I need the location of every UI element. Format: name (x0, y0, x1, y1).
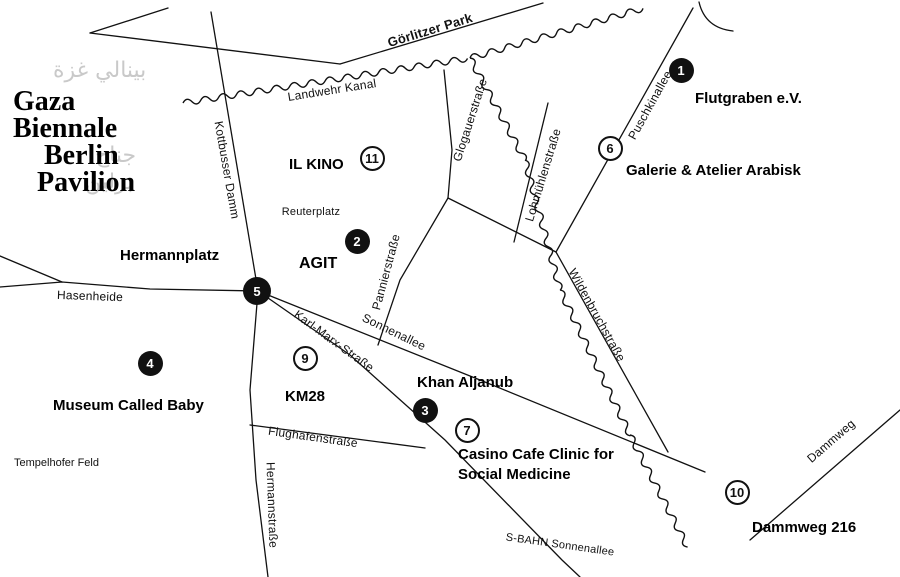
venue-label-agit: AGIT (299, 255, 338, 272)
street-label-tempelhofer-feld: Tempelhofer Feld (14, 457, 99, 469)
marker-number: 11 (365, 150, 379, 166)
road-karl-marx-strasse (257, 290, 581, 577)
road-goerlitzer-park (339, 2, 544, 65)
venue-label-museum-called-baby: Museum Called Baby (53, 397, 204, 414)
canal-neukoelln-4 (629, 434, 688, 548)
venue-marker-2: 2 (344, 228, 370, 254)
venue-marker-1: 1 (668, 57, 694, 83)
canal-landwehr-east (469, 8, 644, 59)
venue-marker-4: 4 (137, 350, 163, 376)
marker-number: 1 (677, 62, 685, 78)
road-segment-northwest (89, 7, 169, 34)
marker-number: 2 (353, 233, 361, 249)
venue-marker-6: 6 (597, 135, 623, 161)
road-hermannstrasse (249, 290, 269, 577)
road-puschkinallee (555, 7, 694, 253)
venue-label-hermannplatz: Hermannplatz (120, 247, 220, 264)
logo-line-gaza: Gaza (13, 86, 76, 117)
venue-label-dammweg-216: Dammweg 216 (752, 519, 857, 536)
road-canal-north-bank (89, 32, 341, 65)
street-label-hermannstrasse: Hermannstraße (263, 461, 281, 549)
canal-neukoelln-3 (559, 289, 631, 437)
venue-marker-7: 7 (454, 417, 480, 443)
canal-landwehr (182, 56, 469, 105)
marker-number: 3 (421, 402, 429, 418)
marker-number: 9 (301, 350, 309, 366)
venue-marker-9: 9 (292, 345, 318, 371)
canal-neukoelln-2 (524, 159, 563, 291)
road-sonnenallee (257, 290, 706, 473)
venue-marker-5: 5 (243, 277, 271, 305)
road-hasenheide (0, 281, 259, 292)
logo-arabic-bottom: برلين (85, 170, 134, 195)
street-label-reuterplatz: Reuterplatz (281, 206, 341, 218)
road-connector-canal-crossing (447, 197, 557, 253)
venue-marker-10: 10 (724, 479, 750, 505)
marker-number: 10 (729, 484, 745, 500)
logo-line-biennale: Biennale (13, 113, 118, 144)
venue-label-casino-cafe-clinic: Casino Cafe Clinic for Social Medicine (458, 446, 614, 483)
road-hasenheide-branch (0, 255, 63, 283)
road-wildenbruchstrasse (555, 251, 669, 453)
road-pannierstrasse (377, 197, 449, 346)
logo-arabic-mid: جناح (95, 143, 137, 168)
road-glogauerstrasse (443, 69, 453, 199)
venue-label-km28: KM28 (285, 388, 326, 405)
canal-neukoelln-1 (469, 57, 528, 162)
marker-number: 7 (463, 422, 471, 438)
venue-marker-3: 3 (412, 397, 438, 423)
venue-label-galerie-atelier-arabisk: Galerie & Atelier Arabisk (626, 162, 801, 179)
venue-label-flutgraben: Flutgraben e.V. (695, 90, 802, 107)
venue-marker-11: 11 (359, 145, 385, 171)
road-dammweg (749, 409, 900, 541)
logo-gaza-biennale: بينالي غزة جناح برلين Gaza Biennale Berl… (13, 60, 183, 210)
logo-line-berlin: Berlin (44, 140, 119, 171)
road-kottbusser-damm (210, 11, 259, 292)
marker-number: 6 (606, 140, 614, 156)
road-lohmuehlenstrasse (513, 102, 549, 243)
marker-number: 5 (253, 283, 261, 299)
street-label-hasenheide: Hasenheide (56, 287, 124, 305)
venue-label-il-kino: IL KINO (289, 156, 344, 173)
marker-number: 4 (146, 355, 154, 371)
road-corner-arc (698, 1, 734, 32)
venue-label-khan-aljanub: Khan Aljanub (417, 374, 514, 391)
logo-arabic-top: بينالي غزة (53, 58, 147, 83)
logo-line-pavilion: Pavilion (37, 167, 136, 198)
road-flughafenstrasse (249, 424, 426, 449)
